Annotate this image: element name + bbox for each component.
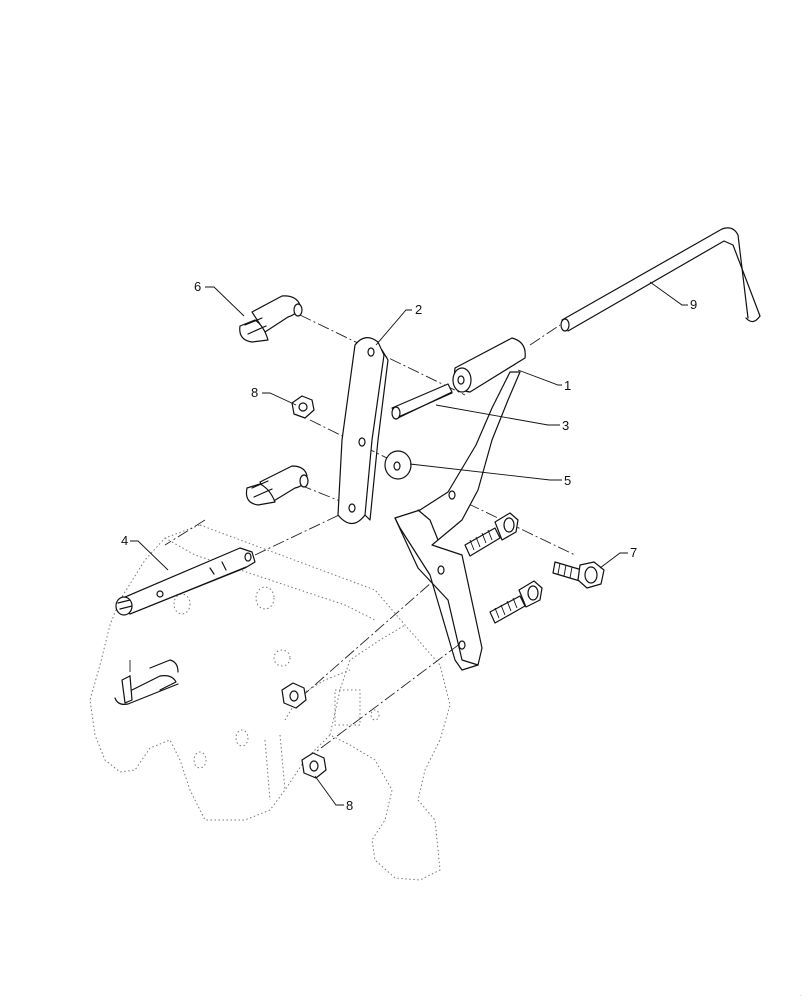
link-plate-part-2 bbox=[337, 337, 389, 525]
bolt-upper bbox=[464, 512, 519, 557]
callout-5: 5 bbox=[564, 473, 571, 488]
bolt-lower bbox=[489, 580, 543, 624]
leader-lines bbox=[130, 281, 688, 806]
clip-middle bbox=[245, 465, 309, 506]
bolt-part-7 bbox=[552, 561, 605, 589]
callout-6: 6 bbox=[194, 279, 201, 294]
nut-part-8-lower bbox=[281, 682, 327, 779]
clip-part-6 bbox=[239, 295, 303, 343]
mounting-frame-ghost bbox=[89, 524, 451, 881]
bent-rod-part-9 bbox=[560, 227, 761, 332]
callout-9: 9 bbox=[690, 297, 697, 312]
callout-2: 2 bbox=[415, 302, 422, 317]
callout-4: 4 bbox=[121, 533, 128, 548]
clip-lower bbox=[114, 659, 179, 705]
corner-mark: . bbox=[800, 992, 802, 998]
callout-labels: 1 2 3 4 5 6 7 8 8 9 bbox=[121, 279, 697, 813]
callout-3: 3 bbox=[562, 418, 569, 433]
pin-part-3 bbox=[391, 383, 453, 420]
callout-7: 7 bbox=[630, 545, 637, 560]
callout-8-upper: 8 bbox=[251, 385, 258, 400]
callout-8-lower: 8 bbox=[346, 798, 353, 813]
lever-part-1 bbox=[394, 337, 526, 671]
callout-1: 1 bbox=[564, 378, 571, 393]
nut-part-8-upper bbox=[291, 395, 315, 419]
washer-part-5 bbox=[384, 450, 412, 480]
clevis-pin-part-4 bbox=[115, 547, 256, 616]
